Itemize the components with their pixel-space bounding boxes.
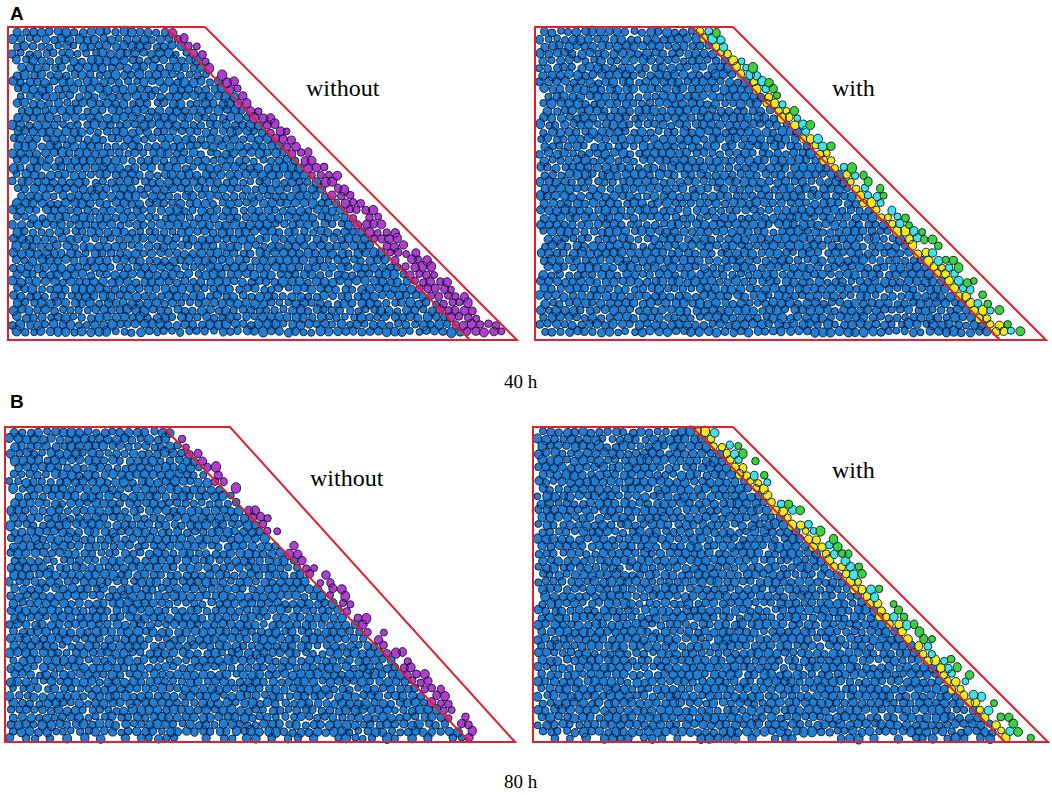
blue-particles <box>5 427 466 744</box>
condition-label: with <box>832 458 875 482</box>
band-boundary <box>692 427 1005 742</box>
cyan-particles <box>710 429 1014 736</box>
blue-particles <box>8 26 464 338</box>
slope-boundary <box>8 27 517 340</box>
time-label: 80 h <box>504 772 537 791</box>
purple-particles <box>168 29 505 337</box>
band-boundary <box>163 427 470 742</box>
panel-letter: B <box>10 392 24 411</box>
panel-letter: A <box>10 4 24 23</box>
slope-boundary <box>535 27 1046 340</box>
slope-boundary <box>5 427 515 742</box>
purple-particles <box>178 435 476 742</box>
time-label: 40 h <box>504 372 537 391</box>
slope-boundary <box>533 427 1048 742</box>
condition-label: without <box>306 76 379 100</box>
band-boundary <box>165 27 470 340</box>
condition-label: without <box>310 466 383 490</box>
green-particles <box>735 442 1035 741</box>
green-particles <box>713 28 1025 335</box>
blue-particles <box>535 26 991 337</box>
cyan-particles <box>705 27 1015 334</box>
band-boundary <box>692 27 1000 340</box>
condition-label: with <box>832 76 875 100</box>
yellow-particles <box>694 426 1010 743</box>
